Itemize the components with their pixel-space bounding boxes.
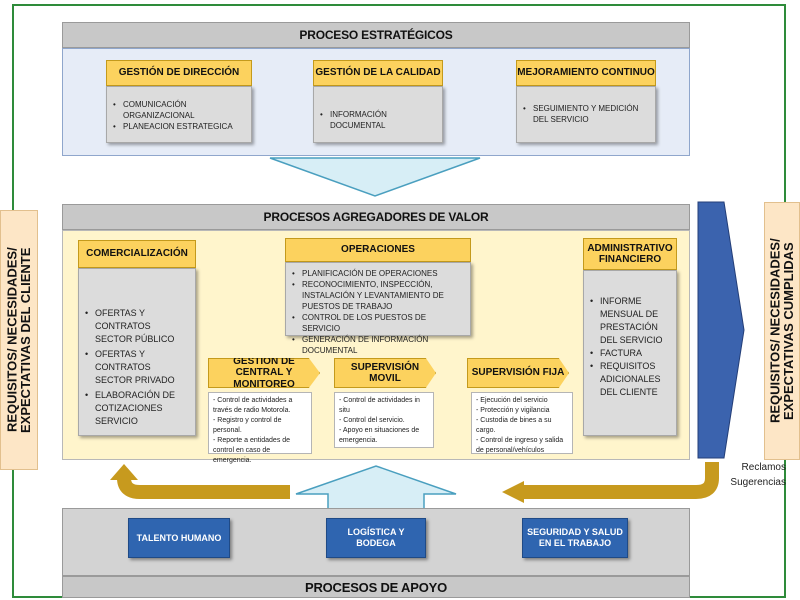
list-item: - Control de actividades a través de rad… xyxy=(213,397,293,414)
list-item: INFORME MENSUAL DE PRESTACIÓN DEL SERVIC… xyxy=(590,295,672,347)
strategic-box-calidad: INFORMACIÓN DOCUMENTAL xyxy=(313,86,443,143)
list-item: - Custodia de bines a su cargo. xyxy=(476,417,552,434)
sub-title-fija: SUPERVISIÓN FIJA xyxy=(467,358,569,388)
list-item: FACTURA xyxy=(590,347,672,360)
support-seguridad-salud: SEGURIDAD Y SALUD EN EL TRABAJO xyxy=(522,518,628,558)
list-item: CONTROL DE LOS PUESTOS DE SERVICIO xyxy=(292,312,464,334)
left-feedback-arrowhead xyxy=(110,464,138,480)
output-arrow xyxy=(697,201,745,459)
list-item: - Registro y control de personal. xyxy=(213,417,282,434)
left-feedback-arrow xyxy=(117,477,290,499)
admin-title: ADMINISTRATIVO FINANCIERO xyxy=(583,238,677,270)
list-item: - Reporte a entidades de control en caso… xyxy=(213,437,291,464)
list-item: RECONOCIMIENTO, INSPECCIÓN, INSTALACIÓN … xyxy=(292,279,464,312)
list-item: PLANIFICACIÓN DE OPERACIONES xyxy=(292,268,464,279)
sub-title-central: GESTIÓN DE CENTRAL Y MONITOREO xyxy=(208,358,320,388)
list-item: - Ejecución del servicio xyxy=(476,397,548,404)
list-item: - Control de actividades in situ xyxy=(339,397,420,414)
sub-box-movil: - Control de actividades in situ - Contr… xyxy=(334,392,434,448)
strategic-box-title-direccion: GESTIÓN DE DIRECCIÓN xyxy=(106,60,252,86)
feedback-label: Reclamos Sugerencias xyxy=(706,461,786,490)
list-item: INFORMACIÓN DOCUMENTAL xyxy=(320,109,436,131)
support-title: PROCESOS DE APOYO xyxy=(62,576,690,598)
feedback-sugerencias: Sugerencias xyxy=(730,476,786,488)
list-item: SEGUIMIENTO Y MEDICIÓN DEL SERVICIO xyxy=(523,103,649,125)
list-item: COMUNICACIÓN ORGANIZACIONAL xyxy=(113,99,245,121)
list-item: - Control del servicio. xyxy=(339,417,405,424)
list-item: - Control de ingreso y salida de persona… xyxy=(476,437,564,454)
admin-box: INFORME MENSUAL DE PRESTACIÓN DEL SERVIC… xyxy=(583,270,677,436)
list-item: - Apoyo en situaciones de emergencia. xyxy=(339,427,420,444)
list-item: OFERTAS Y CONTRATOS SECTOR PÚBLICO xyxy=(85,307,189,346)
strategic-box-mejoramiento: SEGUIMIENTO Y MEDICIÓN DEL SERVICIO xyxy=(516,86,656,143)
value-title: PROCESOS AGREGADORES DE VALOR xyxy=(62,204,690,230)
sub-box-fija: - Ejecución del servicio - Protección y … xyxy=(471,392,573,454)
strategic-box-title-mejoramiento: MEJORAMIENTO CONTINUO xyxy=(516,60,656,86)
operations-box: PLANIFICACIÓN DE OPERACIONES RECONOCIMIE… xyxy=(285,262,471,355)
right-feedback-arrowhead xyxy=(502,481,524,503)
list-item: PLANEACION ESTRATEGICA xyxy=(113,121,245,132)
list-item: REQUISITOS ADICIONALES DEL CLIENTE xyxy=(590,360,672,399)
list-item: GENERACIÓN DE INFORMACIÓN DOCUMENTAL xyxy=(292,334,464,356)
support-talento-humano: TALENTO HUMANO xyxy=(128,518,230,558)
strategic-title: PROCESO ESTRATÉGICOS xyxy=(62,22,690,48)
right-side-panel: REQUISITOS/ NECESIDADES/ EXPECTATIVAS CU… xyxy=(764,202,800,460)
commercial-title: COMERCIALIZACIÓN xyxy=(78,240,196,268)
right-side-label: REQUISITOS/ NECESIDADES/ EXPECTATIVAS CU… xyxy=(767,238,796,424)
strategic-down-arrow xyxy=(269,157,481,197)
strategic-box-direccion: COMUNICACIÓN ORGANIZACIONAL PLANEACION E… xyxy=(106,86,252,143)
sub-title-movil: SUPERVISIÓN MOVIL xyxy=(334,358,436,388)
list-item: - Protección y vigilancia xyxy=(476,407,550,414)
list-item: OFERTAS Y CONTRATOS SECTOR PRIVADO xyxy=(85,348,189,387)
left-side-panel: REQUISITOS/ NECESIDADES/ EXPECTATIVAS DE… xyxy=(0,210,38,470)
right-feedback-arrow xyxy=(520,462,719,499)
commercial-box: OFERTAS Y CONTRATOS SECTOR PÚBLICO OFERT… xyxy=(78,268,196,436)
support-logistica-bodega: LOGÍSTICA Y BODEGA xyxy=(326,518,426,558)
feedback-reclamos: Reclamos xyxy=(741,462,786,473)
operations-title: OPERACIONES xyxy=(285,238,471,262)
list-item: ELABORACIÓN DE COTIZACIONES SERVICIO xyxy=(85,389,189,428)
left-side-label: REQUISITOS/ NECESIDADES/ EXPECTATIVAS DE… xyxy=(4,247,33,433)
support-up-arrow xyxy=(295,465,457,511)
strategic-box-title-calidad: GESTIÓN DE LA CALIDAD xyxy=(313,60,443,86)
sub-box-central: - Control de actividades a través de rad… xyxy=(208,392,312,464)
